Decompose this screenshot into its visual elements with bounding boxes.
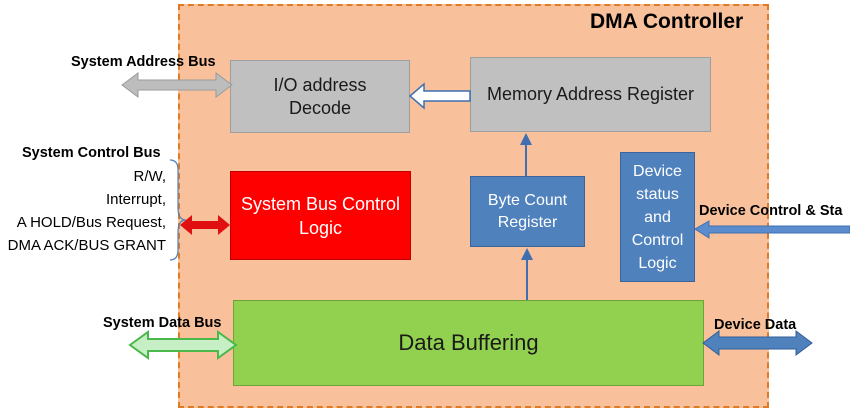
device-data-label: Device Data: [714, 317, 797, 333]
system-address-bus-label: System Address Bus: [71, 54, 216, 70]
diagram-title: DMA Controller: [590, 10, 744, 33]
control-signal-rw: R/W,: [133, 168, 167, 185]
system-address-bus-arrow: [121, 72, 233, 98]
data-buffering-to-byte-count-arrow: [521, 248, 533, 300]
control-signal-hold-bus-request: A HOLD/Bus Request,: [16, 214, 166, 231]
system-bus-control-logic-block: System Bus Control Logic: [230, 171, 411, 260]
io-address-decode-block: I/O address Decode: [230, 60, 410, 133]
byte-count-register-block: Byte Count Register: [470, 176, 585, 247]
device-status-control-logic-block: Device status and Control Logic: [620, 152, 695, 282]
control-signal-interrupt: Interrupt,: [105, 191, 166, 208]
device-control-status-label: Device Control & Sta: [699, 203, 843, 219]
memory-address-register-block: Memory Address Register: [470, 57, 711, 132]
device-control-status-arrow: [694, 220, 850, 239]
control-signal-list: R/W, Interrupt, A HOLD/Bus Request, DMA …: [8, 165, 166, 257]
system-control-bus-label: System Control Bus: [22, 145, 161, 161]
byte-count-to-mar-arrow: [520, 133, 532, 176]
control-signal-dma-ack-bus-grant: DMA ACK/BUS GRANT: [7, 237, 166, 254]
device-data-arrow: [702, 330, 813, 356]
system-data-bus-label: System Data Bus: [103, 315, 222, 331]
mar-to-io-decode-arrow: [408, 82, 471, 110]
control-bus-brace: [169, 159, 187, 261]
system-control-bus-arrow: [180, 215, 230, 235]
data-buffering-block: Data Buffering: [233, 300, 704, 386]
system-data-bus-arrow: [128, 330, 238, 360]
